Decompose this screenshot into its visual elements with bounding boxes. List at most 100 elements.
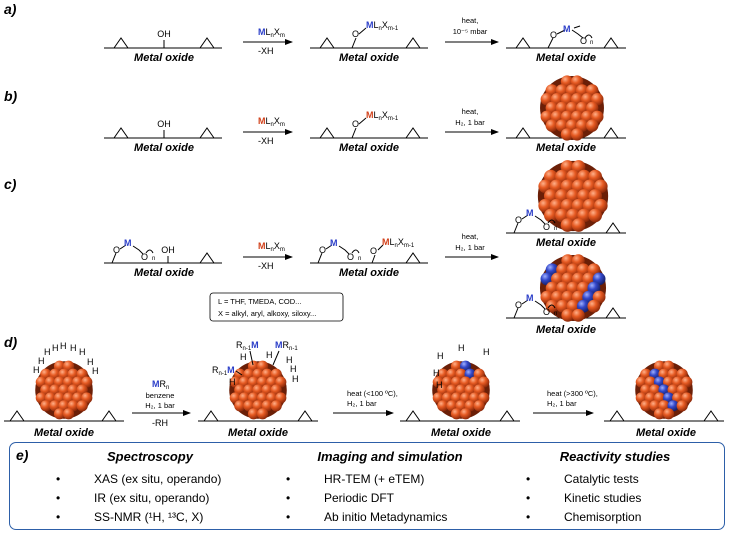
support-label: Metal oxide: [134, 52, 194, 64]
red-atom: [560, 128, 574, 141]
red-atom: [586, 119, 599, 132]
red-atom: [663, 408, 675, 420]
panel-b-label: b): [4, 88, 18, 104]
support-label: Metal oxide: [134, 142, 194, 154]
panel-e-label: e): [16, 447, 29, 463]
red-atom: [473, 400, 485, 412]
red-atom: [450, 408, 463, 420]
row-a: OH Metal oxide MLnXm -XH O MLnXm-1 Metal…: [104, 16, 626, 64]
list-item: •Periodic DFT: [286, 491, 395, 505]
red-atom: [561, 308, 575, 322]
hydride-label: H: [433, 368, 440, 378]
support-label: Metal oxide: [339, 142, 399, 154]
column-reactivity: Reactivity studies •Catalytic tests •Kin…: [520, 449, 710, 527]
characterization-panel: e) Spectroscopy •XAS (ex situ, operando)…: [9, 442, 725, 530]
support-label: Metal oxide: [228, 427, 288, 439]
support-label: Metal oxide: [431, 427, 491, 439]
red-atom: [460, 408, 472, 420]
condition-h2: H₂, 1 bar: [455, 118, 485, 127]
condition-h2: H₂, 1 bar: [347, 399, 377, 408]
red-atom: [53, 408, 66, 420]
red-atom: [247, 408, 260, 420]
column-title: Imaging and simulation: [317, 449, 463, 464]
hydroxyl-label: OH: [157, 119, 171, 129]
hydride-label: H: [266, 350, 273, 360]
isolated-metal-site: M: [563, 24, 571, 34]
isolated-metal-site: M: [330, 238, 338, 248]
red-atom: [63, 408, 75, 420]
condition-h2: H₂, 1 bar: [455, 243, 485, 252]
red-atom: [653, 408, 666, 420]
svg-text:n: n: [152, 256, 155, 262]
red-atom: [270, 400, 282, 412]
grafted-species: MLnXm-1: [366, 110, 399, 122]
legend-ligands: L = THF, TMEDA, COD...: [218, 297, 301, 306]
hydroxyl-label: OH: [157, 29, 171, 39]
red-atom: [76, 400, 88, 412]
svg-text:O: O: [141, 252, 148, 262]
hydride-label: H: [436, 380, 443, 390]
hydride-label: H: [44, 347, 51, 357]
hydride-label: H: [33, 365, 40, 375]
hydride-label: H: [52, 343, 59, 353]
panel-a-label: a): [4, 1, 17, 17]
red-atom: [257, 408, 269, 420]
hydride-label: H: [38, 356, 45, 366]
list-item: •Catalytic tests: [526, 472, 639, 486]
column-spectroscopy: Spectroscopy •XAS (ex situ, operando) •I…: [50, 449, 250, 527]
red-atom: [545, 119, 558, 132]
svg-text:O: O: [347, 252, 354, 262]
support-label: Metal oxide: [339, 52, 399, 64]
hydride-label: H: [437, 351, 444, 361]
reagent-mrn: MRn: [152, 379, 169, 391]
hydride-label: H: [240, 352, 247, 362]
alloy-nanoparticle: [635, 360, 693, 420]
row-c: O M O n OH Metal oxide MLnXm -XH O M O n…: [104, 160, 626, 336]
svg-text:O: O: [319, 245, 326, 255]
reagent-mlx: MLnXm: [258, 241, 285, 253]
svg-text:O: O: [515, 215, 522, 225]
support-label: Metal oxide: [536, 324, 596, 336]
metal-nanoparticle: [537, 160, 609, 232]
support-label: Metal oxide: [536, 52, 596, 64]
condition-heat: heat,: [462, 16, 479, 25]
list-item: •Kinetic studies: [526, 491, 642, 505]
hydride-label: H: [70, 343, 77, 353]
support-label: Metal oxide: [536, 142, 596, 154]
byproduct-label: -XH: [258, 261, 274, 271]
support-label: Metal oxide: [536, 237, 596, 249]
red-atom: [543, 208, 558, 223]
hydride-label: H: [290, 364, 297, 374]
surface-organometallic: Rn-1M: [236, 340, 259, 352]
metal-nanoparticle: [540, 75, 604, 141]
support-label: Metal oxide: [134, 267, 194, 279]
isolated-metal-site: M: [124, 238, 132, 248]
byproduct-label: -XH: [258, 46, 274, 56]
condition-heat: heat,: [462, 232, 479, 241]
condition-h2: H₂, 1 bar: [145, 401, 175, 410]
reagent-mlx: MLnXm: [258, 116, 285, 128]
list-item: •Ab initio Metadynamics: [286, 510, 448, 524]
grafted-species: MLnXm-1: [366, 20, 399, 32]
support-label: Metal oxide: [339, 267, 399, 279]
svg-text:O: O: [543, 307, 550, 317]
oxygen-atom: O: [580, 36, 587, 46]
svg-text:O: O: [515, 300, 522, 310]
red-atom: [560, 218, 575, 232]
ligand-legend-box: [209, 292, 344, 322]
column-imaging: Imaging and simulation •HR-TEM (+ eTEM) …: [280, 449, 500, 527]
hydride-label: H: [483, 347, 490, 357]
metal-nanoparticle: [432, 360, 490, 420]
condition-heat: heat,: [462, 107, 479, 116]
red-atom: [587, 299, 601, 313]
reagent-mlx: MLnXm: [258, 27, 285, 39]
red-atom: [437, 400, 449, 412]
list-item: •IR (ex situ, operando): [56, 491, 210, 505]
metal-nanoparticle: [35, 360, 93, 420]
list-item: •Chemisorption: [526, 510, 642, 524]
svg-text:n: n: [590, 40, 593, 46]
panel-c-label: c): [4, 176, 17, 192]
